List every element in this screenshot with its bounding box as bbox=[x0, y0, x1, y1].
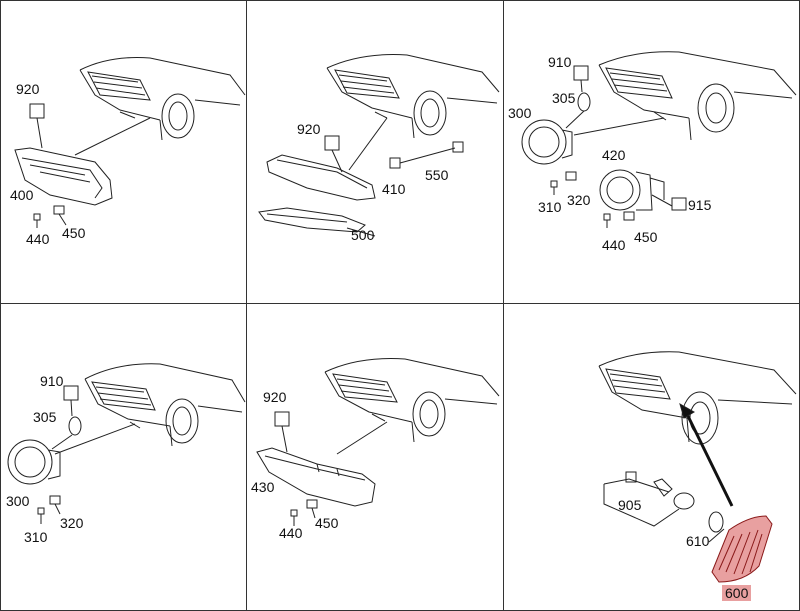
part-number-310: 310 bbox=[24, 529, 48, 545]
part-number-310: 310 bbox=[538, 199, 562, 215]
lower-light-drawing bbox=[256, 358, 500, 526]
part-number-920: 920 bbox=[263, 389, 287, 405]
divider-vertical-1 bbox=[246, 0, 247, 611]
part-number-450: 450 bbox=[634, 229, 658, 245]
part-number-910: 910 bbox=[548, 54, 572, 70]
part-number-905: 905 bbox=[618, 497, 642, 513]
fog-lamps-drawing bbox=[521, 51, 797, 228]
drl-drawing bbox=[258, 54, 500, 237]
part-number-920: 920 bbox=[297, 121, 321, 137]
part-number-305: 305 bbox=[552, 90, 576, 106]
divider-horizontal bbox=[0, 303, 800, 304]
part-number-610: 610 bbox=[686, 533, 710, 549]
part-number-300: 300 bbox=[508, 105, 532, 121]
part-number-450: 450 bbox=[62, 225, 86, 241]
part-number-550: 550 bbox=[425, 167, 449, 183]
part-number-915: 915 bbox=[688, 197, 712, 213]
part-number-320: 320 bbox=[60, 515, 84, 531]
side-marker-drawing bbox=[598, 351, 797, 583]
divider-vertical-2 bbox=[503, 0, 504, 611]
part-number-440: 440 bbox=[602, 237, 626, 253]
part-number-440: 440 bbox=[279, 525, 303, 541]
panel-side-marker[interactable]: 905 610 600 bbox=[504, 304, 800, 611]
part-number-920: 920 bbox=[16, 81, 40, 97]
part-number-600-highlighted: 600 bbox=[722, 585, 752, 601]
part-number-440: 440 bbox=[26, 231, 50, 247]
panel-fog-lamp-single[interactable]: 910 305 300 320 310 bbox=[0, 304, 246, 611]
part-number-500: 500 bbox=[351, 227, 375, 243]
part-number-410: 410 bbox=[382, 181, 406, 197]
part-number-300: 300 bbox=[6, 493, 30, 509]
fog-lamp-single-drawing bbox=[7, 363, 246, 524]
panel-drl[interactable]: 920 410 550 500 bbox=[247, 0, 503, 303]
part-number-430: 430 bbox=[251, 479, 275, 495]
part-number-320: 320 bbox=[567, 192, 591, 208]
panel-lower-light[interactable]: 920 430 440 450 bbox=[247, 304, 503, 611]
panel-headlamp[interactable]: 920 400 440 450 bbox=[0, 0, 246, 303]
part-number-400: 400 bbox=[10, 187, 34, 203]
panel-fog-lamps[interactable]: 910 305 300 420 310 320 915 440 450 bbox=[504, 0, 800, 303]
part-number-450: 450 bbox=[315, 515, 339, 531]
headlamp-drawing bbox=[14, 57, 246, 228]
part-number-910: 910 bbox=[40, 373, 64, 389]
part-number-305: 305 bbox=[33, 409, 57, 425]
part-number-420: 420 bbox=[602, 147, 626, 163]
